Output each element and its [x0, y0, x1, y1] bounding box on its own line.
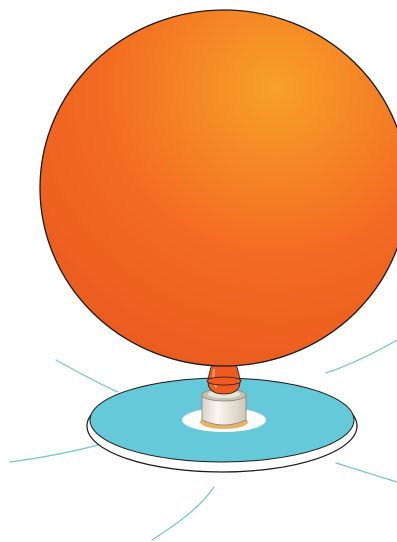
neck-tie-ring — [207, 377, 241, 385]
air-line-bottom — [152, 487, 214, 540]
air-line-left-upper — [56, 360, 118, 392]
balloon-body — [40, 10, 397, 366]
air-line-left-lower — [10, 444, 102, 462]
air-line-right-lower — [336, 463, 397, 482]
balloon — [40, 10, 397, 366]
bottle-cap — [200, 389, 248, 429]
air-line-right-upper — [326, 340, 397, 373]
